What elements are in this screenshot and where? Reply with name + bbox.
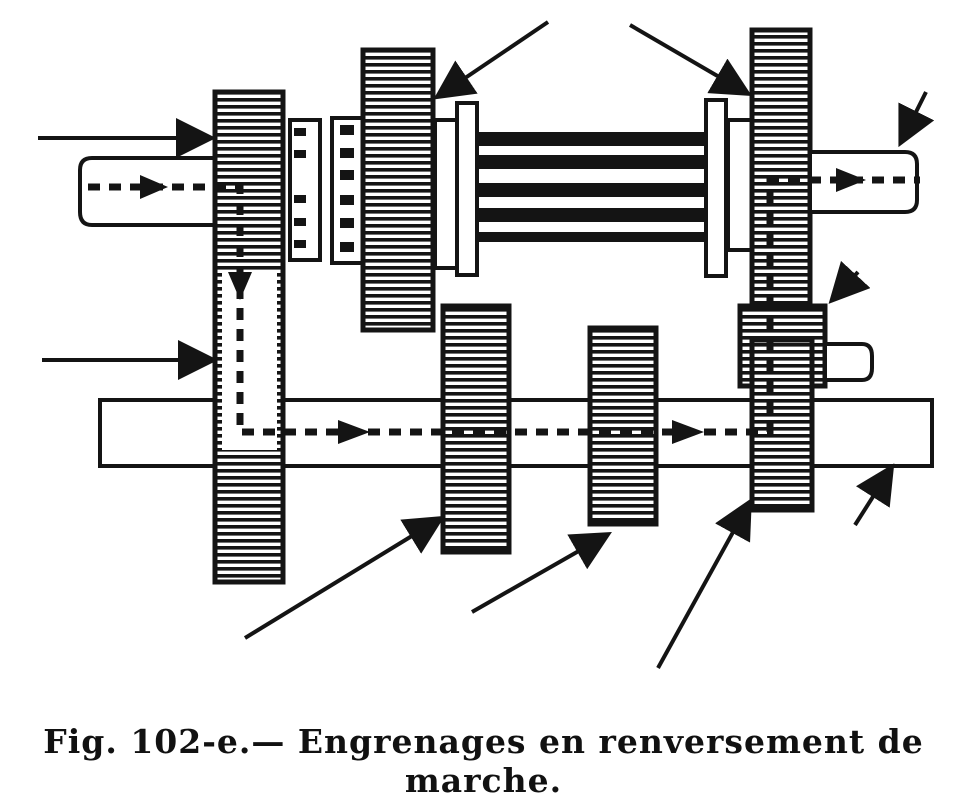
gearbox-diagram (38, 20, 935, 669)
output-gear (749, 27, 813, 323)
flow-arrowheads (140, 168, 866, 444)
lay-gear-large (212, 89, 286, 585)
output-shaft (808, 150, 919, 214)
pointer-arrows (38, 20, 935, 669)
figure-label: Fig. 102-e. (43, 722, 252, 761)
splined-shaft (433, 98, 754, 278)
power-flow-path (88, 176, 920, 436)
figure-caption: Fig. 102-e.— Engrenages en renversement … (0, 722, 967, 800)
dog-clutch (330, 116, 366, 265)
upper-sliding-gear (360, 47, 436, 333)
lay-gear-reverse (749, 337, 815, 513)
figure-title: Engrenages en renversement de marche. (297, 722, 924, 800)
caption-separator: — (251, 722, 298, 761)
lay-gear-3 (587, 325, 659, 527)
